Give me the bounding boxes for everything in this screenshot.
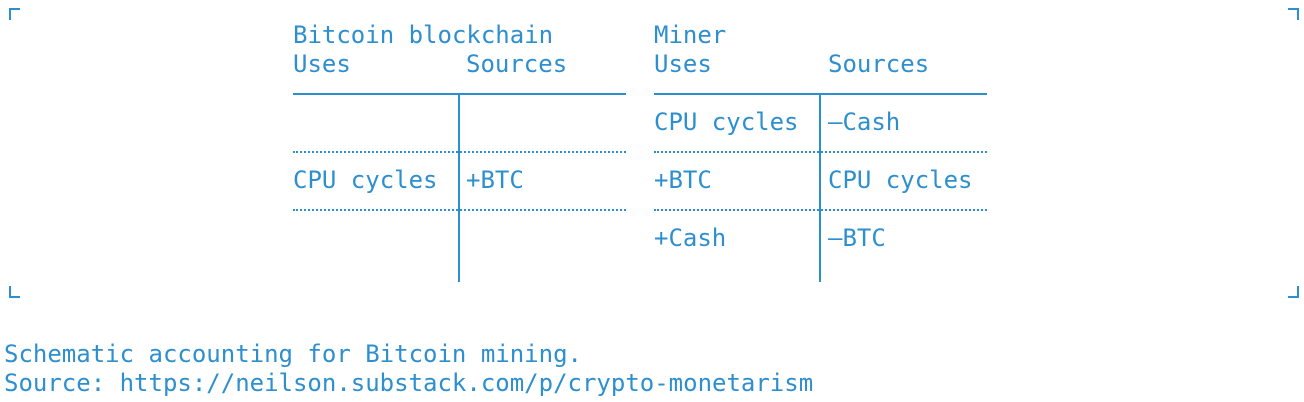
miner-row3-sources: –BTC xyxy=(828,224,886,252)
caption-source-line: Source: https://neilson.substack.com/p/c… xyxy=(4,369,814,397)
blockchain-uses-header: Uses xyxy=(293,50,351,78)
blockchain-sources-header: Sources xyxy=(466,50,568,78)
miner-row1-sources: –Cash xyxy=(828,108,901,136)
blockchain-row2-sources: +BTC xyxy=(466,166,524,194)
miner-row2-uses: +BTC xyxy=(654,166,712,194)
miner-title: Miner xyxy=(654,21,727,49)
caption-line: Schematic accounting for Bitcoin mining. xyxy=(4,340,582,368)
miner-row2-sources: CPU cycles xyxy=(828,166,973,194)
blockchain-row-divider xyxy=(293,151,626,153)
blockchain-title: Bitcoin blockchain xyxy=(293,21,554,49)
miner-row-divider xyxy=(654,151,987,153)
corner-bracket-bottom-left xyxy=(9,286,20,298)
blockchain-row-divider xyxy=(293,209,626,211)
miner-center-rule xyxy=(819,94,821,282)
miner-row3-uses: +Cash xyxy=(654,224,727,252)
corner-bracket-top-right xyxy=(1288,8,1299,20)
miner-sources-header: Sources xyxy=(828,50,930,78)
miner-row1-uses: CPU cycles xyxy=(654,108,799,136)
corner-bracket-top-left xyxy=(9,8,20,20)
blockchain-center-rule xyxy=(458,94,460,282)
miner-row-divider xyxy=(654,209,987,211)
corner-bracket-bottom-right xyxy=(1288,286,1299,298)
miner-uses-header: Uses xyxy=(654,50,712,78)
blockchain-row2-uses: CPU cycles xyxy=(293,166,438,194)
